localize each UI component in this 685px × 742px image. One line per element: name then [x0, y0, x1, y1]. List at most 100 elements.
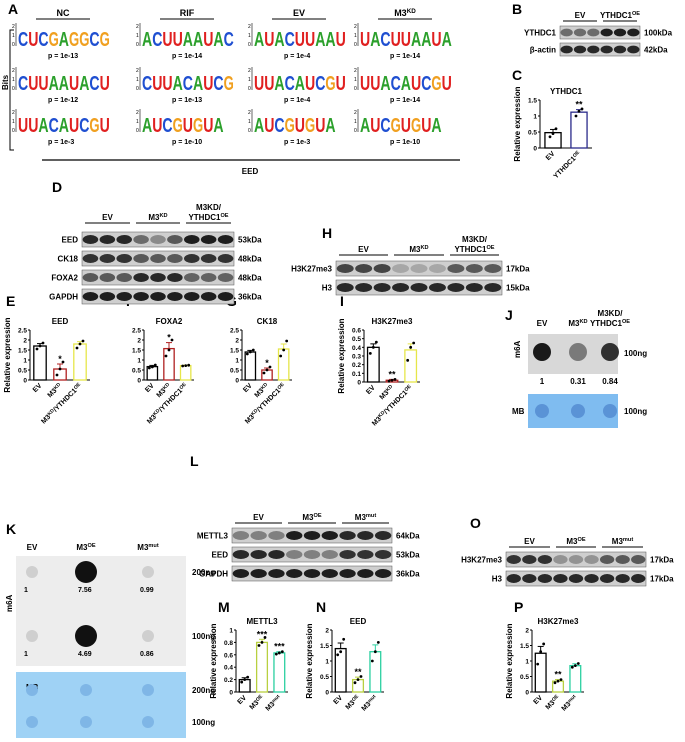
chart-bar — [369, 651, 382, 693]
motif-letter: U — [100, 115, 110, 137]
motif-letter: C — [142, 73, 152, 95]
chart-bar — [163, 347, 175, 381]
motif-letter: U — [203, 73, 213, 95]
chart-category-label: M3OE — [248, 693, 266, 711]
chart-tick-label: 1 — [525, 659, 529, 666]
blot-band — [286, 531, 303, 540]
blot-band — [584, 555, 599, 564]
panel-letter-m: M — [218, 599, 230, 615]
blot-band — [184, 254, 200, 263]
blot-band — [336, 283, 354, 292]
motif-letter: A — [183, 29, 193, 51]
chart-point — [551, 132, 555, 136]
chart-tick-label: 1.5 — [132, 348, 141, 355]
chart-point — [153, 363, 157, 367]
chart-bar — [273, 652, 286, 693]
blot-band — [587, 28, 600, 37]
motif-letter: A — [411, 29, 421, 51]
motif-letter: U — [421, 115, 431, 137]
chart-category-label: M3KD — [253, 381, 271, 399]
motif-letter: A — [49, 73, 59, 95]
blot-band — [537, 555, 553, 564]
motif-axis-tick: 0 — [248, 42, 251, 48]
motif-letter: C — [391, 73, 401, 95]
blot-band — [200, 235, 217, 244]
motif-letter: C — [183, 73, 193, 95]
chart-significance: ** — [575, 100, 583, 110]
chart-point — [542, 642, 546, 646]
motif-axis-tick: 2 — [248, 24, 251, 30]
blot-band — [339, 550, 356, 559]
chart-title: EED — [52, 317, 69, 326]
blot-group-header: M3KD/ — [462, 235, 488, 244]
chart-point — [387, 379, 391, 383]
chart-significance: *** — [257, 629, 268, 639]
chart-point — [336, 653, 340, 657]
motif-letter: U — [100, 73, 110, 95]
motif-letter: A — [142, 115, 152, 137]
chart-tick-label: 0 — [235, 378, 239, 385]
chart-point — [251, 348, 255, 352]
chart-category-label: EV — [242, 382, 254, 394]
chart-point — [559, 678, 563, 681]
blot-size-label: 53kDa — [238, 236, 262, 245]
dotblot-value: 1 — [24, 587, 28, 594]
blot-band — [99, 235, 116, 244]
chart-tick-label: 0 — [137, 378, 141, 385]
motif-letter: C — [18, 73, 28, 95]
blot-band — [321, 569, 338, 578]
motif-letter: U — [18, 115, 28, 137]
motif-letter: U — [203, 115, 213, 137]
motif-letter: C — [89, 29, 99, 51]
blot-band — [428, 283, 446, 292]
chart-point — [390, 378, 394, 382]
chart-title: METTL3 — [246, 617, 278, 626]
blot-band — [167, 235, 183, 244]
motif-axis-tick: 2 — [136, 68, 139, 74]
blot-band — [200, 254, 217, 263]
chart-tick-label: 1 — [235, 358, 239, 365]
blot-band — [627, 45, 640, 54]
motif-letter: U — [152, 73, 162, 95]
panel-letter-p: P — [514, 599, 523, 615]
chart-category-label: M3OE — [544, 693, 562, 711]
chart-bar — [33, 345, 47, 381]
motif-axis-tick: 2 — [12, 24, 15, 30]
blot-size-label: 17kDa — [650, 556, 674, 565]
motif-letter: G — [285, 115, 295, 137]
blot-row-label: CK18 — [58, 255, 79, 264]
blot-row-label: FOXA2 — [51, 274, 78, 283]
chart-significance: * — [265, 358, 269, 368]
chart-point — [268, 365, 272, 369]
motif-letter: A — [142, 29, 152, 51]
motif-letter: A — [213, 115, 223, 137]
dotblot-value: 1 — [24, 651, 28, 658]
motif-letter: G — [305, 115, 315, 137]
chart-significance: * — [167, 333, 171, 343]
blot-band — [599, 574, 615, 583]
dotblot-column-header: YTHDC1OE — [590, 319, 630, 328]
chart-point — [262, 371, 266, 375]
motif-letter: A — [213, 29, 223, 51]
blot-band — [410, 283, 428, 292]
eed-label: EED — [242, 167, 259, 176]
dotblot-column-header: M3mut — [137, 543, 159, 552]
motif-letter: U — [264, 73, 274, 95]
chart-bar — [255, 641, 269, 693]
blot-band — [321, 550, 338, 559]
motif-letter: U — [162, 73, 172, 95]
motif-letter: G — [431, 73, 441, 95]
motif-axis-tick: 1 — [248, 119, 251, 125]
motif-letter: C — [285, 73, 295, 95]
chart-tick-label: 0.1 — [352, 371, 361, 378]
chart-point — [406, 358, 410, 362]
chart-point — [78, 342, 82, 346]
blot-band — [447, 283, 465, 292]
chart-category-label: YTHDC1OE — [552, 149, 583, 180]
chart-tick-label: 0.6 — [224, 652, 233, 659]
chart-point — [257, 644, 261, 647]
chart-tick-label: 2 — [23, 338, 27, 345]
panel-letter-b: B — [512, 1, 522, 17]
blot-band — [392, 264, 410, 273]
motif-axis-tick: 1 — [136, 119, 139, 125]
